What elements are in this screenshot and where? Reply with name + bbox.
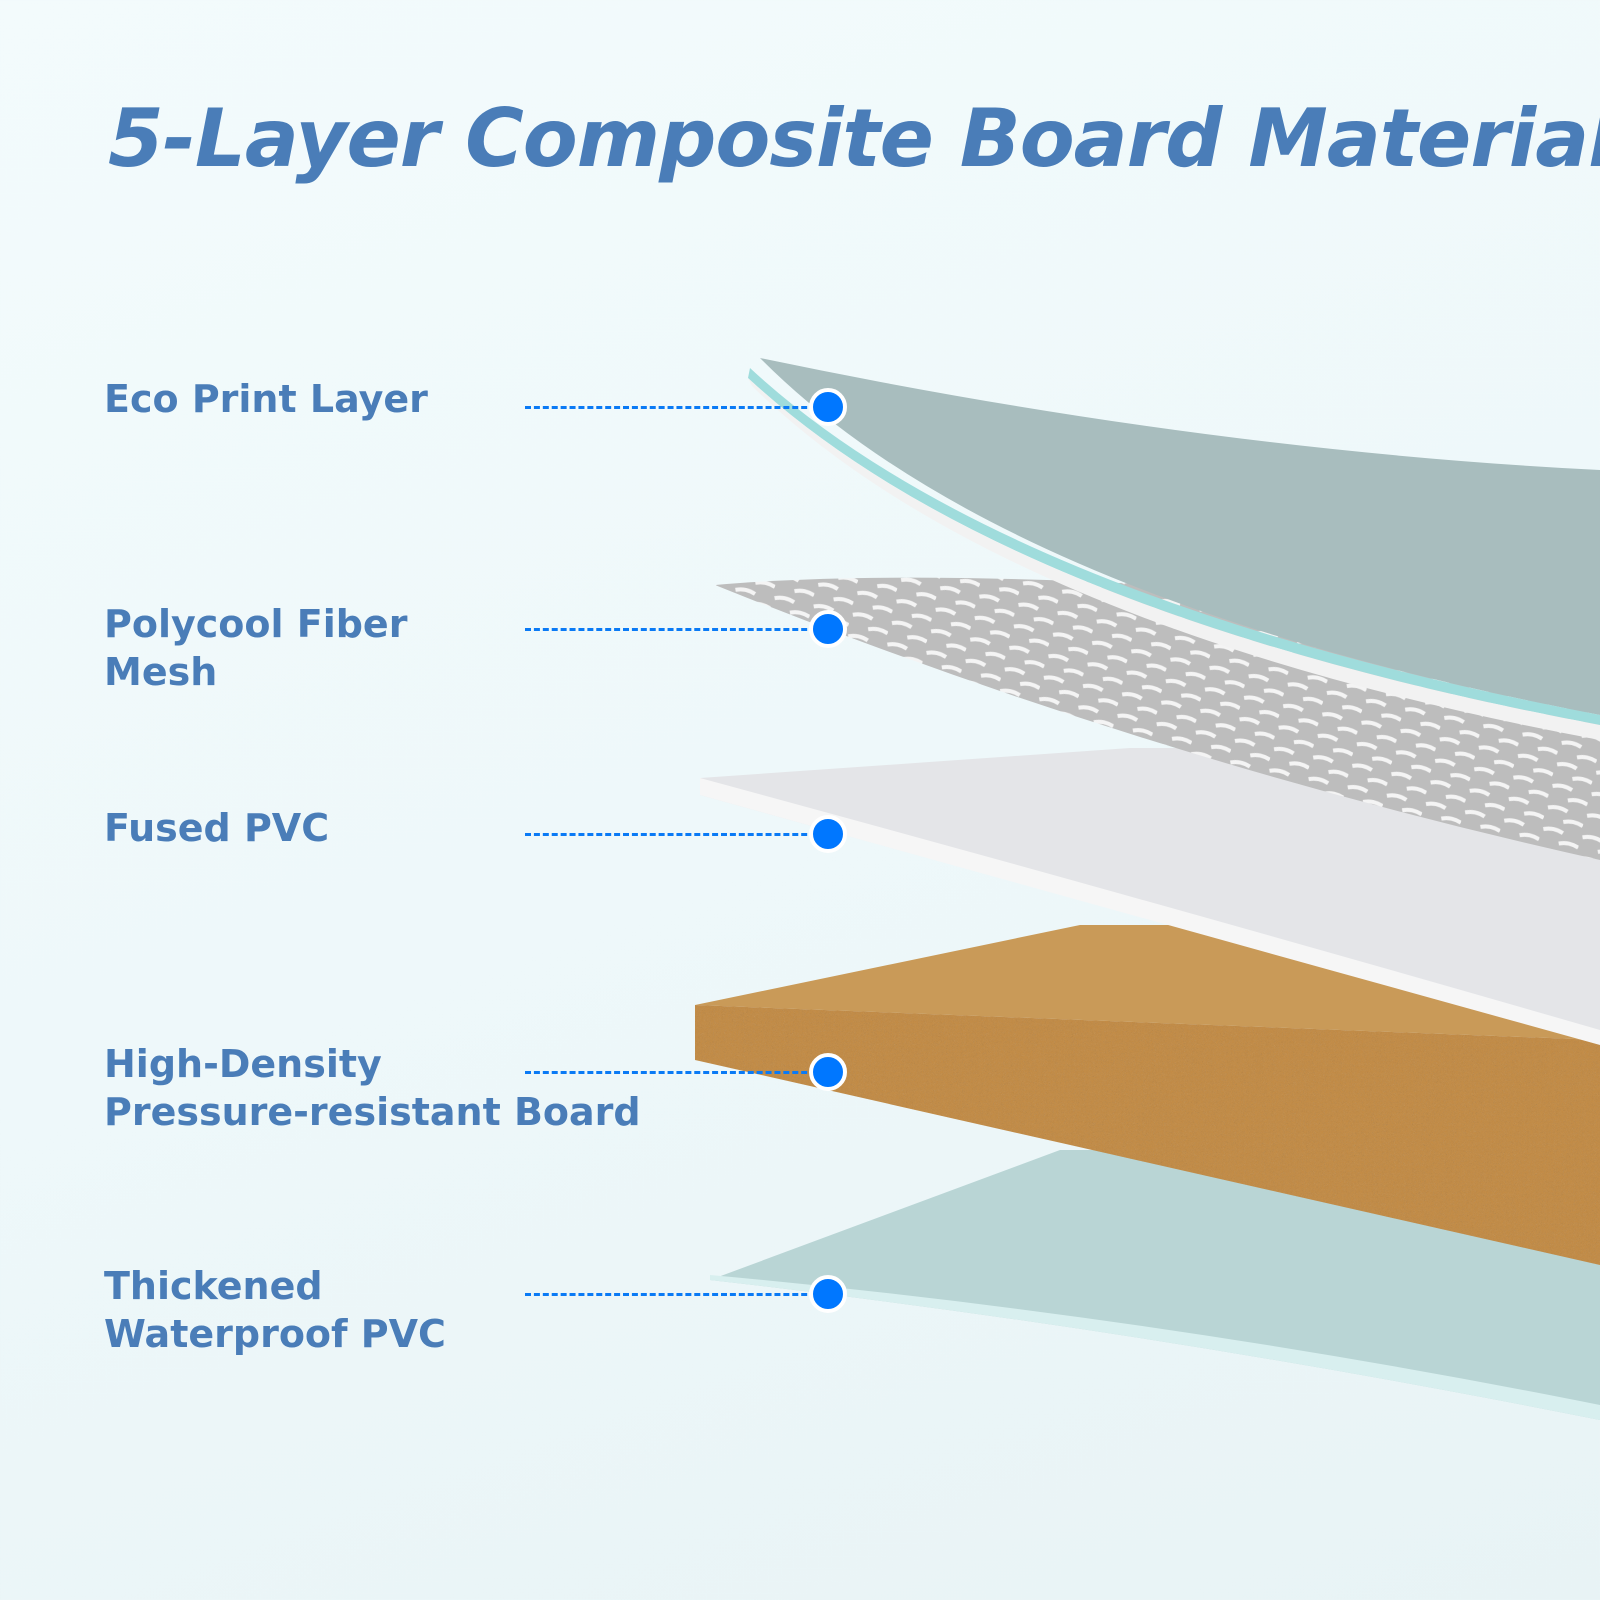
marker-dot-waterproof-pvc	[809, 1275, 847, 1313]
callout-line-fiber-mesh	[525, 628, 825, 631]
label-line: Waterproof PVC	[104, 1312, 446, 1356]
label-line: Mesh	[104, 650, 218, 694]
callout-line-fused-pvc	[525, 833, 825, 836]
callout-line-eco-print	[525, 406, 825, 409]
label-polycool-fiber-mesh: Polycool Fiber Mesh	[104, 600, 407, 696]
marker-dot-eco-print	[809, 388, 847, 426]
callout-line-waterproof-pvc	[525, 1293, 825, 1296]
marker-dot-fused-pvc	[809, 815, 847, 853]
marker-dot-fiber-mesh	[809, 610, 847, 648]
label-line: Pressure-resistant Board	[104, 1090, 641, 1134]
label-eco-print-layer: Eco Print Layer	[104, 375, 428, 423]
eco-print-layer	[760, 358, 1600, 715]
marker-dot-board	[809, 1053, 847, 1091]
label-fused-pvc: Fused PVC	[104, 804, 329, 852]
waterproof-pvc-layer	[710, 1150, 1600, 1420]
label-line: Thickened	[104, 1264, 323, 1308]
label-high-density-board: High-Density Pressure-resistant Board	[104, 1040, 641, 1136]
page-title: 5-Layer Composite Board Material	[108, 92, 1600, 185]
label-line: Polycool Fiber	[104, 602, 408, 646]
label-line: High-Density	[104, 1042, 382, 1086]
label-line: Fused PVC	[104, 806, 330, 850]
callout-line-board	[525, 1071, 825, 1074]
label-thickened-waterproof-pvc: Thickened Waterproof PVC	[104, 1262, 446, 1358]
label-line: Eco Print Layer	[104, 377, 428, 421]
